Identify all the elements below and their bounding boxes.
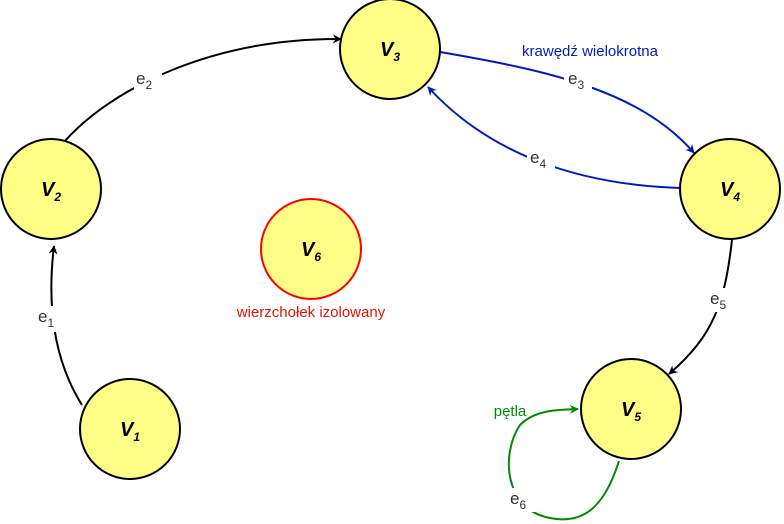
edge-label-e4: e4 xyxy=(530,148,546,171)
vertex-v3[interactable]: V3 xyxy=(339,0,441,100)
edge-e5 xyxy=(668,239,733,375)
vertex-v1[interactable]: V1 xyxy=(79,378,181,480)
edge-labels: e2 e1 e3 e4 e5 e6 xyxy=(32,68,736,512)
vertex-v5[interactable]: V5 xyxy=(580,358,682,460)
annotation-multi-edge: krawędź wielokrotna xyxy=(522,43,659,60)
svg-text:V3: V3 xyxy=(380,39,400,64)
edge-label-e2: e2 xyxy=(136,69,152,92)
vertex-v6[interactable]: V6 xyxy=(260,198,362,300)
svg-text:V1: V1 xyxy=(120,419,140,444)
edge-e2 xyxy=(63,34,342,143)
svg-text:V6: V6 xyxy=(301,239,321,264)
edge-label-e6: e6 xyxy=(510,489,526,512)
annotations: krawędź wielokrotna wierzchołek izolowan… xyxy=(236,43,659,420)
edge-e3 xyxy=(439,51,695,154)
svg-text:V5: V5 xyxy=(621,399,641,424)
annotation-loop: pętla xyxy=(494,403,527,420)
nodes: V1 V2 V3 V4 V5 xyxy=(0,0,781,480)
edge-label-e1: e1 xyxy=(38,307,54,330)
edge-label-e5: e5 xyxy=(710,289,726,312)
edge-e4 xyxy=(427,86,682,189)
edge-e1 xyxy=(48,245,83,406)
edge-label-e3: e3 xyxy=(568,69,584,92)
vertex-v4[interactable]: V4 xyxy=(679,138,781,240)
vertex-v2[interactable]: V2 xyxy=(0,138,102,240)
svg-text:V2: V2 xyxy=(41,179,61,204)
svg-text:V4: V4 xyxy=(720,179,740,204)
annotation-isolated-vertex: wierzchołek izolowany xyxy=(236,304,386,321)
